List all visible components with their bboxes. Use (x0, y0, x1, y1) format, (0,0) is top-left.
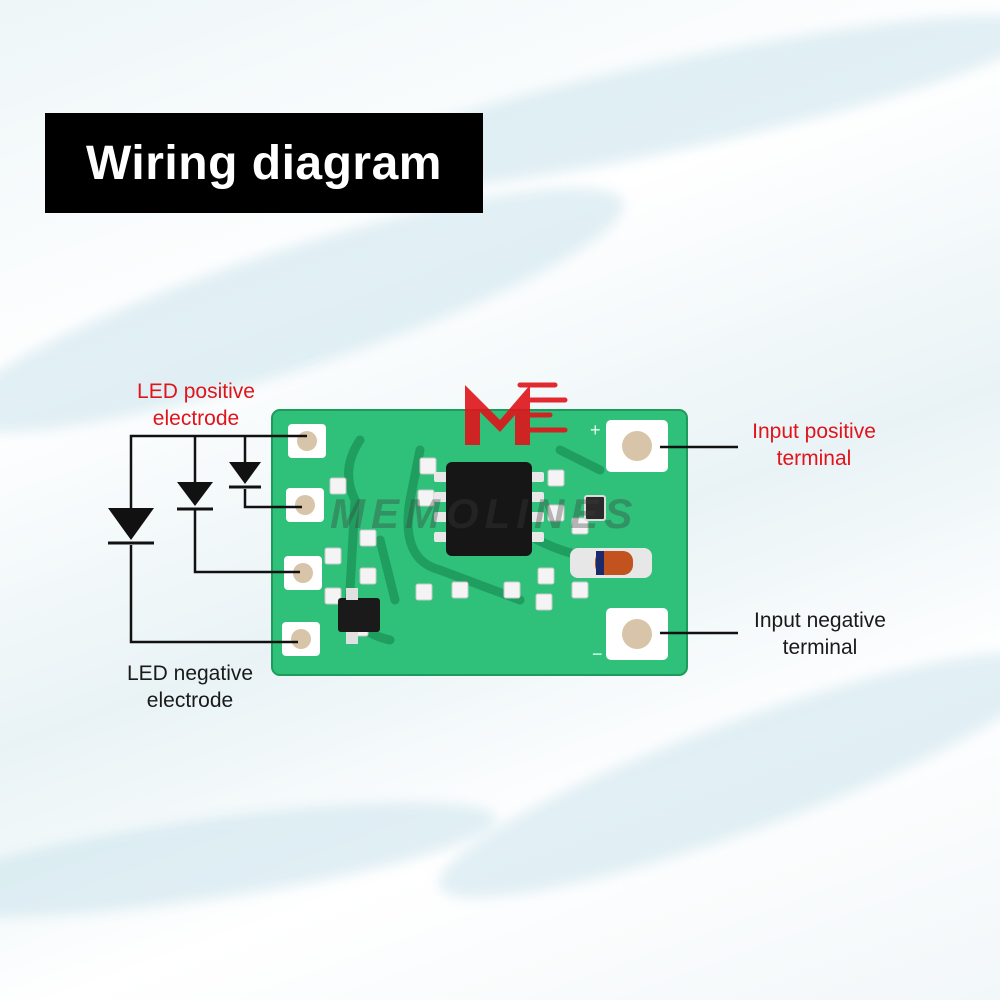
ic-chip (434, 462, 544, 556)
led-symbol-3 (229, 462, 261, 489)
transistor-q1 (338, 588, 380, 644)
brand-logo (465, 382, 568, 445)
smd-pads (324, 457, 589, 637)
led-positive-label-line1: LED positive (137, 380, 255, 403)
input-positive-label-line2: terminal (776, 447, 852, 470)
input-negative-label: Input negative terminal (738, 607, 902, 661)
input-positive-label-line1: Input positive (752, 420, 876, 443)
title-banner: Wiring diagram (45, 113, 483, 213)
resistor-r1 (584, 495, 606, 521)
led-symbol-1 (108, 508, 154, 545)
input-negative-label-line2: terminal (782, 636, 858, 659)
led-positive-label-line2: electrode (152, 407, 240, 430)
led-wiring (129, 434, 738, 644)
led-negative-label-line1: LED negative (126, 662, 254, 685)
svg-text:+: + (590, 420, 601, 440)
input-negative-label-line1: Input negative (754, 609, 886, 632)
led-positive-label: LED positive electrode (112, 378, 280, 432)
page-title: Wiring diagram (86, 136, 442, 190)
pcb-pads-right: + − (590, 420, 668, 664)
led-symbol-2 (177, 482, 213, 511)
watermark: MEMOLINES (330, 490, 639, 537)
led-negative-label-line2: electrode (146, 689, 234, 712)
svg-text:−: − (592, 644, 603, 664)
diode-d1 (570, 548, 652, 578)
pcb-pads-left (282, 424, 326, 656)
input-positive-label: Input positive terminal (738, 418, 890, 472)
led-negative-label: LED negative electrode (105, 660, 275, 714)
